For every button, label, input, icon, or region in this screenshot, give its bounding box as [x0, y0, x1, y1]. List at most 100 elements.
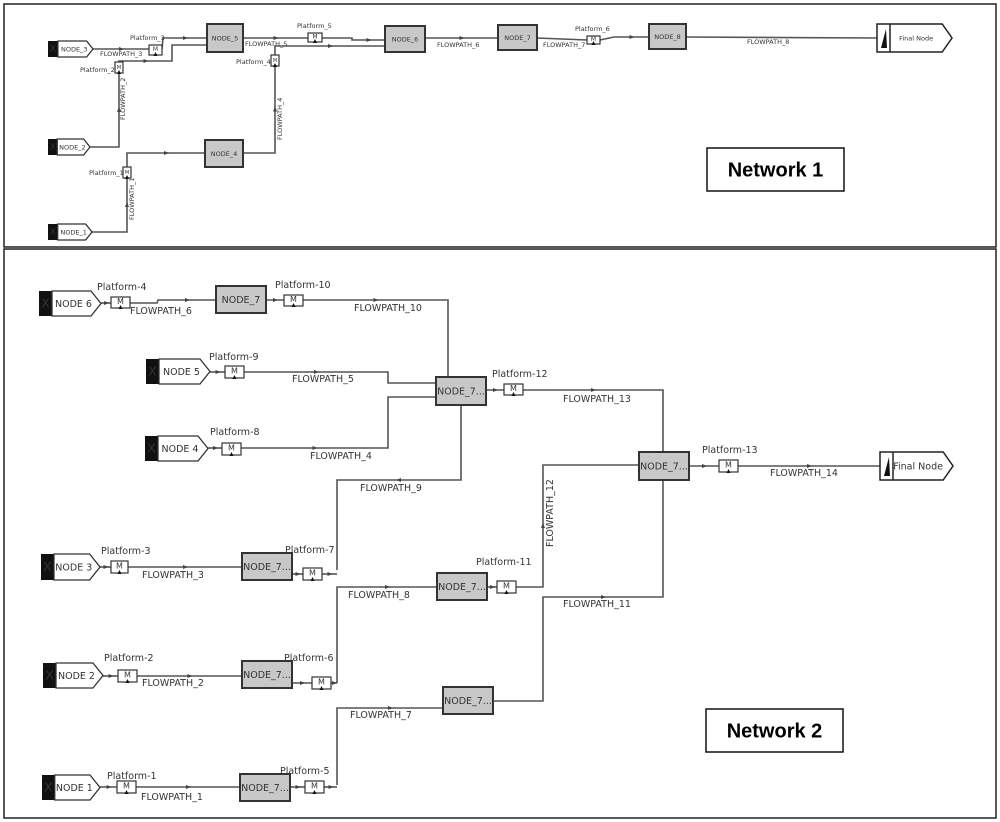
- flow-arrow-icon: [807, 464, 812, 468]
- source-node-label: NODE_2: [59, 143, 85, 151]
- flow-arrow-icon: [295, 785, 301, 789]
- junction-node-label: NODE_7...: [243, 562, 291, 573]
- flowpath-line[interactable]: [599, 36, 649, 41]
- meter-triangle-icon: [504, 590, 509, 594]
- flowpath-line[interactable]: [161, 37, 207, 50]
- flowpath-line[interactable]: [493, 480, 664, 702]
- junction-node-label: NODE_7...: [640, 461, 688, 472]
- meter-m-icon: M: [591, 36, 596, 43]
- junction-node[interactable]: NODE_4: [204, 139, 244, 168]
- final-node-label: Final Node: [893, 461, 943, 472]
- source-node-label: NODE 2: [58, 671, 95, 682]
- junction-node[interactable]: NODE_7...: [435, 376, 487, 406]
- network-2-title-box: [705, 708, 844, 753]
- meter-m-icon: M: [290, 295, 297, 304]
- platform-label: Platform_3: [130, 34, 165, 42]
- junction-node[interactable]: NODE_6: [384, 25, 426, 53]
- platform[interactable]: M Platform_6: [575, 25, 610, 45]
- junction-node[interactable]: NODE_8: [648, 23, 687, 50]
- network-1-title: Network 1: [728, 160, 824, 182]
- flowpath-line[interactable]: [516, 464, 639, 588]
- junction-node[interactable]: NODE_7...: [241, 552, 293, 581]
- junction-node[interactable]: NODE_7...: [239, 773, 291, 802]
- final-node-body: [879, 451, 954, 481]
- source-x-icon: X: [50, 44, 56, 54]
- flowpath-line[interactable]: [126, 152, 205, 167]
- flowpath-line[interactable]: [523, 389, 664, 452]
- meter-triangle-icon: [117, 70, 121, 74]
- junction-node[interactable]: NODE_5: [206, 23, 244, 53]
- source-node-label: NODE 6: [55, 299, 92, 310]
- flowpath-label: FLOWPATH_7: [543, 41, 585, 49]
- final-node[interactable]: Final Node: [876, 23, 953, 53]
- flowpath-line[interactable]: [274, 45, 385, 55]
- platform-label: Platform_6: [575, 25, 610, 33]
- flowpath-label: FLOWPATH_8: [747, 38, 789, 46]
- flowpath-label: FLOWPATH_6: [437, 41, 479, 49]
- source-node-label: NODE_3: [61, 45, 87, 53]
- flow-arrow-icon: [125, 202, 129, 207]
- flowpath-line[interactable]: [336, 586, 437, 683]
- meter-triangle-icon: [124, 790, 129, 794]
- flow-arrow-icon: [312, 446, 318, 450]
- flowpath-line[interactable]: [90, 178, 128, 233]
- junction-node-box: [384, 25, 426, 53]
- flowpath-line[interactable]: [130, 299, 216, 304]
- junction-node[interactable]: NODE_7...: [436, 572, 488, 601]
- meter-m-icon: M: [124, 670, 131, 679]
- meter-m-icon: M: [123, 781, 130, 790]
- flow-arrow-icon: [373, 298, 379, 302]
- source-marker-icon: [145, 436, 158, 461]
- flowpath-line[interactable]: [336, 707, 443, 785]
- flowpath-line[interactable]: [88, 73, 120, 148]
- junction-node[interactable]: NODE_7...: [241, 660, 293, 689]
- meter-m-icon: M: [725, 460, 732, 469]
- flow-arrow-icon: [187, 674, 193, 678]
- source-marker-icon: [48, 41, 58, 57]
- meter-triangle-icon: [273, 63, 277, 67]
- junction-node[interactable]: NODE_7: [215, 285, 267, 314]
- source-node-label: NODE 1: [56, 783, 93, 794]
- meter-triangle-icon: [118, 305, 123, 309]
- source-node[interactable]: X NODE_3: [48, 40, 94, 58]
- flowpath-line[interactable]: [118, 44, 207, 62]
- flowpath-line[interactable]: [243, 66, 276, 154]
- meter-triangle-icon: [591, 41, 596, 45]
- flowpath-line[interactable]: [241, 396, 436, 449]
- junction-node[interactable]: NODE_7...: [638, 451, 690, 481]
- flowpath-label: FLOWPATH_7: [350, 710, 412, 721]
- junction-node-label: NODE_6: [392, 35, 418, 43]
- flowpath-line[interactable]: [303, 299, 449, 377]
- junction-node[interactable]: NODE_7: [497, 24, 538, 51]
- final-node[interactable]: Final Node: [879, 451, 954, 481]
- junction-node[interactable]: NODE_7...: [442, 686, 494, 715]
- flowpath-line[interactable]: [322, 37, 385, 41]
